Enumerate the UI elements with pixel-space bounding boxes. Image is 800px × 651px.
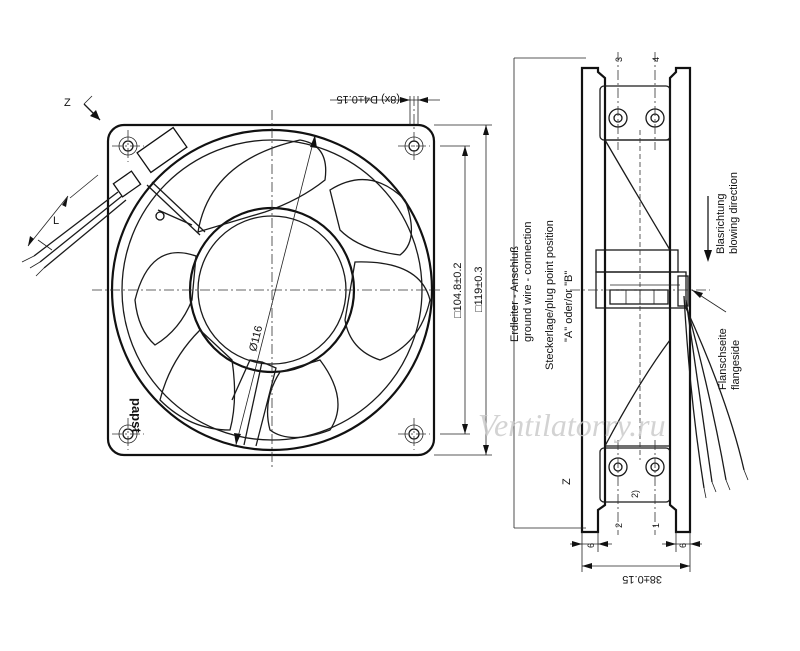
dim-holes: (8x) D4±0.15 [336, 93, 400, 105]
dim-depth: 38±0.15 [622, 573, 662, 585]
dimension-lines-front: □104.8±0.2 □119±0.3 (8x) D4±0.15 [330, 93, 492, 456]
svg-text:flangeside: flangeside [730, 340, 742, 390]
z-view-arrow: Z [64, 95, 101, 121]
side-leads [683, 295, 749, 499]
ground-label-en: ground wire - connection [522, 222, 534, 342]
side-view: Erdleiter - Anschluß ground wire - conne… [509, 52, 749, 585]
left-flange [580, 66, 607, 534]
note-2: 2) [630, 490, 640, 498]
dimension-lines-side: 6 6 38±0.15 [570, 532, 702, 585]
ground-label-de: Erdleiter - Anschluß [509, 246, 521, 342]
svg-text:6: 6 [586, 543, 596, 548]
plug-options-label: "A" oder/or "B" [563, 271, 575, 342]
pos-2: 2 [614, 523, 624, 528]
dim-hole-spacing: □104.8±0.2 [452, 263, 464, 319]
flangeside-label: Flanschseite flangeside [691, 289, 742, 390]
cable-connector: L [21, 126, 206, 277]
right-flange [668, 66, 692, 534]
svg-text:Flanschseite: Flanschseite [717, 328, 729, 390]
top-hole-boss [599, 85, 671, 141]
svg-text:Z: Z [64, 97, 71, 109]
pos-1: 1 [651, 523, 661, 528]
svg-text:6: 6 [678, 543, 688, 548]
front-view: Ø116 L Z paps [21, 93, 492, 470]
motor-block [595, 249, 689, 309]
label-l: L [53, 215, 59, 227]
dim-diameter: Ø116 [247, 325, 265, 353]
brand-logo: papst [129, 398, 144, 433]
pos-3: 3 [614, 57, 624, 62]
dim-outer: □119±0.3 [473, 266, 485, 312]
svg-text:Blasrichtung: Blasrichtung [715, 193, 727, 254]
svg-text:blowing direction: blowing direction [728, 172, 740, 254]
side-label-z: Z [561, 478, 573, 485]
blowing-direction: Blasrichtung blowing direction [704, 172, 740, 262]
watermark: Ventilatorry.ru [478, 407, 666, 443]
plug-position-label: Steckerlage/plug point position [544, 220, 556, 370]
pos-4: 4 [651, 57, 661, 62]
fan-blades [134, 139, 431, 439]
